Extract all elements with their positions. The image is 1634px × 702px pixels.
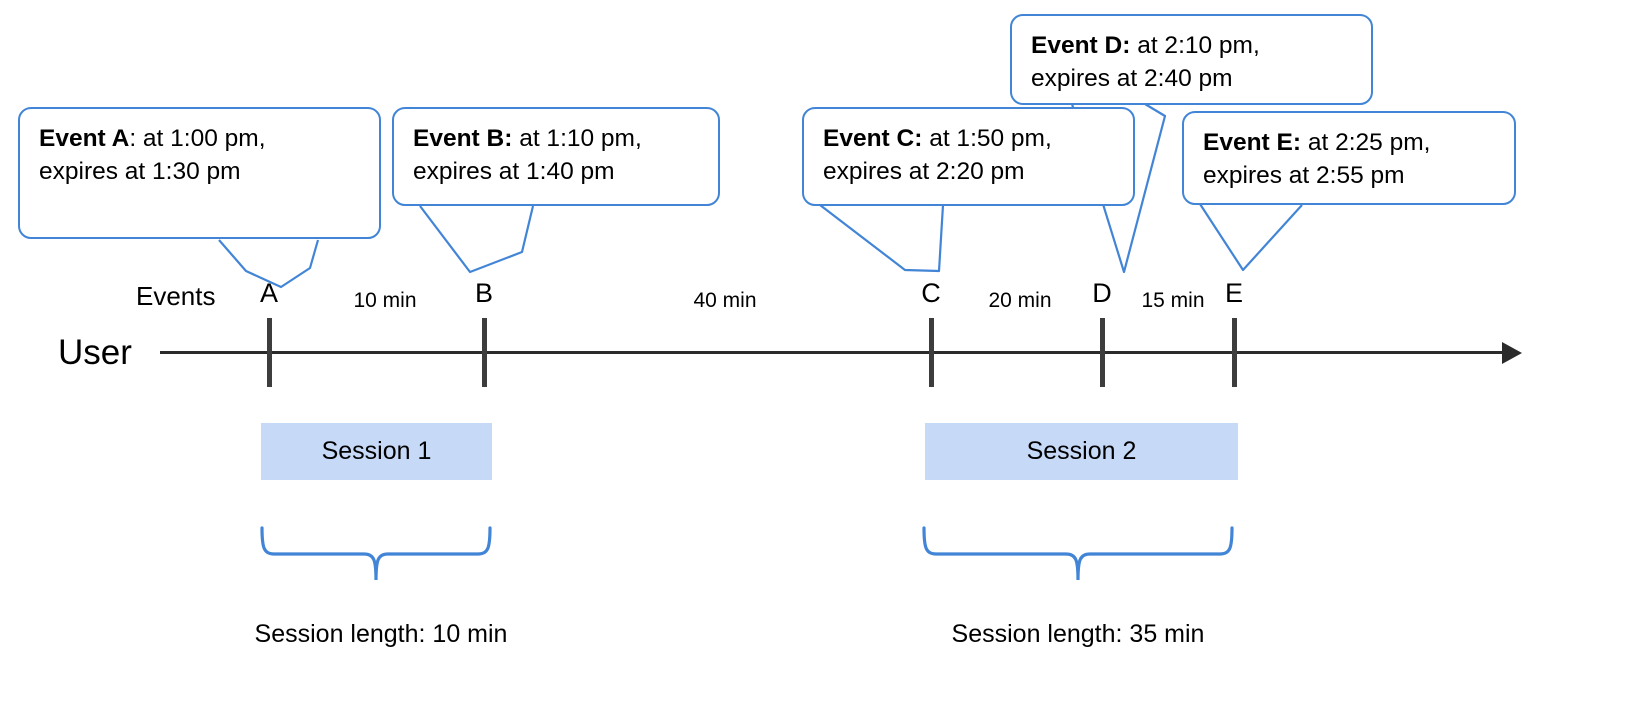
- callout-event-c-text: Event C: at 1:50 pm, expires at 2:20 pm: [823, 123, 1123, 188]
- callout-event-b[interactable]: Event B: at 1:10 pm, expires at 1:40 pm: [392, 107, 720, 206]
- session-box-1[interactable]: Session 1: [261, 423, 492, 480]
- timeline-axis: [160, 351, 1508, 354]
- session-1-length-caption: Session length: 10 min: [254, 620, 508, 648]
- session-box-1-label: Session 1: [321, 437, 432, 465]
- callout-event-e-title: Event E:: [1203, 129, 1302, 156]
- events-row-label: Events: [136, 281, 216, 311]
- tick-a: [267, 318, 272, 387]
- callout-event-d-line2: expires at 2:40 pm: [1031, 64, 1233, 92]
- callout-event-a-sep: :: [129, 125, 137, 152]
- callout-event-a[interactable]: Event A: at 1:00 pm, expires at 1:30 pm: [18, 107, 381, 239]
- callout-event-c-title: Event C:: [823, 125, 923, 152]
- callout-event-c[interactable]: Event C: at 1:50 pm, expires at 2:20 pm: [802, 107, 1135, 206]
- tick-label-c: C: [921, 278, 941, 308]
- tick-label-a: A: [259, 278, 278, 308]
- callout-event-d-title: Event D:: [1031, 32, 1131, 59]
- user-row-label: User: [58, 333, 132, 372]
- callout-event-c-line1: at 1:50 pm,: [922, 125, 1052, 152]
- brace-session-1: [260, 526, 492, 581]
- callout-event-b-line2: expires at 1:40 pm: [413, 157, 615, 185]
- brace-session-2: [922, 526, 1234, 581]
- callout-event-e-text: Event E: at 2:25 pm, expires at 2:55 pm: [1203, 127, 1504, 192]
- session-2-length-caption: Session length: 35 min: [951, 620, 1205, 648]
- tick-b: [482, 318, 487, 387]
- tick-d: [1100, 318, 1105, 387]
- callout-event-d[interactable]: Event D: at 2:10 pm, expires at 2:40 pm: [1010, 14, 1373, 105]
- gap-label-d-e: 15 min: [1141, 289, 1205, 312]
- tick-label-d: D: [1092, 278, 1112, 308]
- callout-event-a-title: Event A: [39, 125, 130, 152]
- callout-event-e[interactable]: Event E: at 2:25 pm, expires at 2:55 pm: [1182, 111, 1516, 205]
- gap-label-c-d: 20 min: [988, 289, 1052, 312]
- callout-event-b-text: Event B: at 1:10 pm, expires at 1:40 pm: [413, 123, 708, 188]
- callout-event-b-title: Event B:: [413, 125, 513, 152]
- callout-event-e-line1: at 2:25 pm,: [1301, 129, 1431, 156]
- gap-label-a-b: 10 min: [353, 289, 417, 312]
- tick-label-b: B: [474, 278, 493, 308]
- session-box-2[interactable]: Session 2: [925, 423, 1238, 480]
- callout-event-a-line2: expires at 1:30 pm: [39, 157, 241, 185]
- callout-event-a-text: Event A: at 1:00 pm, expires at 1:30 pm: [39, 123, 369, 188]
- callout-event-d-text: Event D: at 2:10 pm, expires at 2:40 pm: [1031, 30, 1361, 95]
- session-box-2-label: Session 2: [1026, 437, 1137, 465]
- callout-event-c-line2: expires at 2:20 pm: [823, 157, 1025, 185]
- gap-label-b-c: 40 min: [693, 289, 757, 312]
- callout-event-b-line1: at 1:10 pm,: [512, 125, 642, 152]
- timeline-arrow-icon: [1502, 342, 1522, 364]
- tick-c: [929, 318, 934, 387]
- callout-event-a-line1: at 1:00 pm,: [136, 125, 266, 152]
- callout-event-e-line2: expires at 2:55 pm: [1203, 161, 1405, 189]
- tick-e: [1232, 318, 1237, 387]
- callout-event-d-line1: at 2:10 pm,: [1130, 32, 1260, 59]
- tick-label-e: E: [1224, 278, 1243, 308]
